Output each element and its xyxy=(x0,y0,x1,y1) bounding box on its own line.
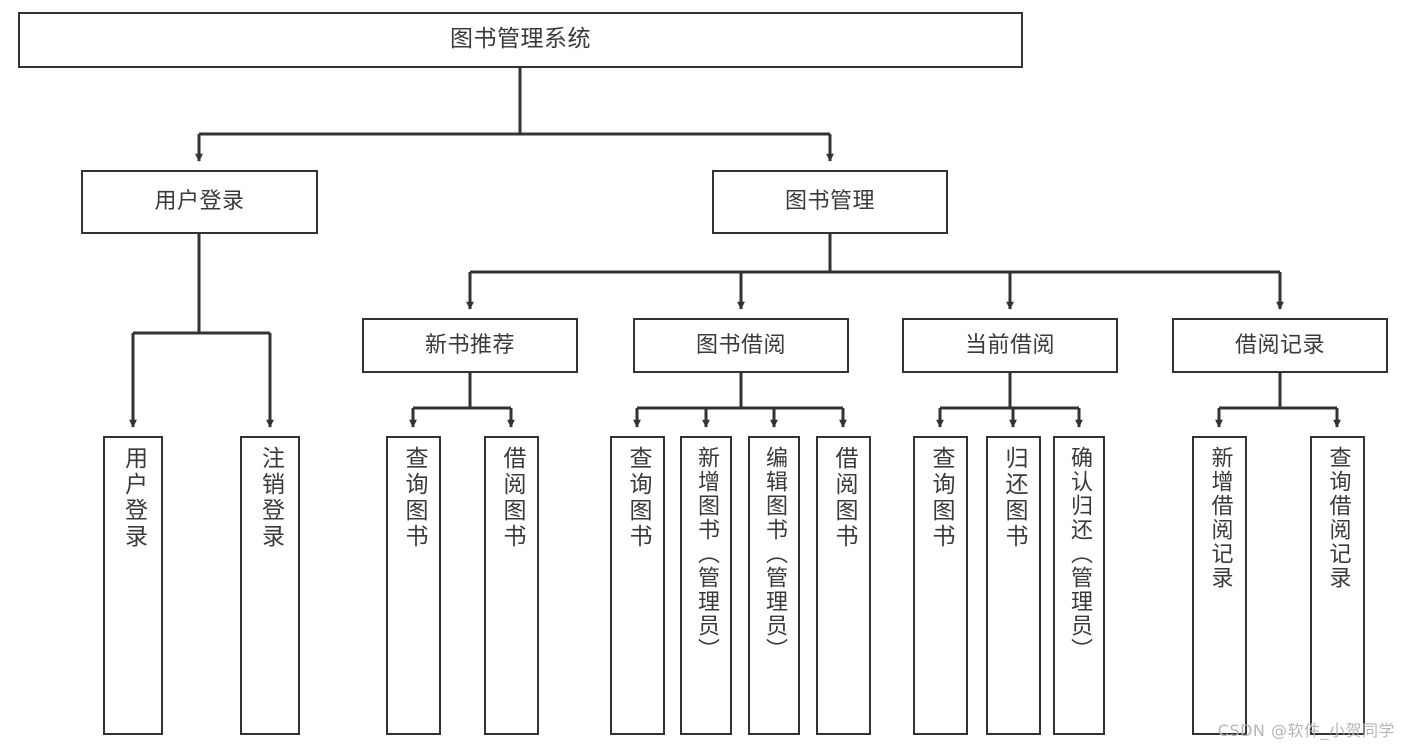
node-leaf-record-add-record[interactable]: 新增借阅记录 xyxy=(1192,436,1247,735)
node-label: 图书管理系统 xyxy=(450,26,591,53)
node-current-borrow[interactable]: 当前借阅 xyxy=(902,318,1118,373)
node-user-login-module[interactable]: 用户登录 xyxy=(81,170,318,234)
node-leaf-newbook-query-book[interactable]: 查询图书 xyxy=(386,436,441,735)
node-leaf-borrow-query-book[interactable]: 查询图书 xyxy=(610,436,665,735)
node-label: 图书管理 xyxy=(784,189,875,215)
node-label: 新书推荐 xyxy=(424,332,515,358)
node-new-book-recommend[interactable]: 新书推荐 xyxy=(362,318,578,373)
node-label: 新增借阅记录 xyxy=(1207,446,1233,590)
node-label: 借阅图书 xyxy=(499,446,525,550)
node-leaf-current-confirm-return-admin[interactable]: 确认归还（管理员） xyxy=(1053,436,1105,735)
node-label: 注销登录 xyxy=(257,446,284,550)
node-label: 查询图书 xyxy=(401,446,427,550)
node-label: 查询图书 xyxy=(928,446,954,550)
node-leaf-user-logout[interactable]: 注销登录 xyxy=(240,436,300,735)
node-leaf-borrow-borrow-book[interactable]: 借阅图书 xyxy=(816,436,871,735)
node-label: 编辑图书（管理员） xyxy=(762,446,787,662)
node-label: 查询借阅记录 xyxy=(1325,446,1351,590)
node-label: 借阅记录 xyxy=(1234,332,1325,358)
node-label: 查询图书 xyxy=(625,446,651,550)
node-leaf-borrow-add-book-admin[interactable]: 新增图书（管理员） xyxy=(680,436,732,735)
node-label: 确认归还（管理员） xyxy=(1067,446,1092,662)
node-leaf-newbook-borrow-book[interactable]: 借阅图书 xyxy=(484,436,539,735)
node-label: 用户登录 xyxy=(120,446,147,550)
node-leaf-record-query-record[interactable]: 查询借阅记录 xyxy=(1310,436,1365,735)
node-leaf-current-query-book[interactable]: 查询图书 xyxy=(913,436,968,735)
node-label: 新增图书（管理员） xyxy=(694,446,719,662)
node-label: 借阅图书 xyxy=(831,446,857,550)
node-book-borrow[interactable]: 图书借阅 xyxy=(633,318,849,373)
node-leaf-user-login[interactable]: 用户登录 xyxy=(103,436,163,735)
node-leaf-current-return-book[interactable]: 归还图书 xyxy=(986,436,1041,735)
node-root-system[interactable]: 图书管理系统 xyxy=(18,12,1023,68)
node-label: 用户登录 xyxy=(154,189,245,215)
node-borrow-record[interactable]: 借阅记录 xyxy=(1172,318,1388,373)
node-leaf-borrow-edit-book-admin[interactable]: 编辑图书（管理员） xyxy=(748,436,800,735)
connectors-group xyxy=(129,68,1341,428)
node-label: 图书借阅 xyxy=(695,332,786,358)
node-book-management-module[interactable]: 图书管理 xyxy=(712,170,948,234)
node-label: 当前借阅 xyxy=(964,332,1055,358)
node-label: 归还图书 xyxy=(1001,446,1027,550)
